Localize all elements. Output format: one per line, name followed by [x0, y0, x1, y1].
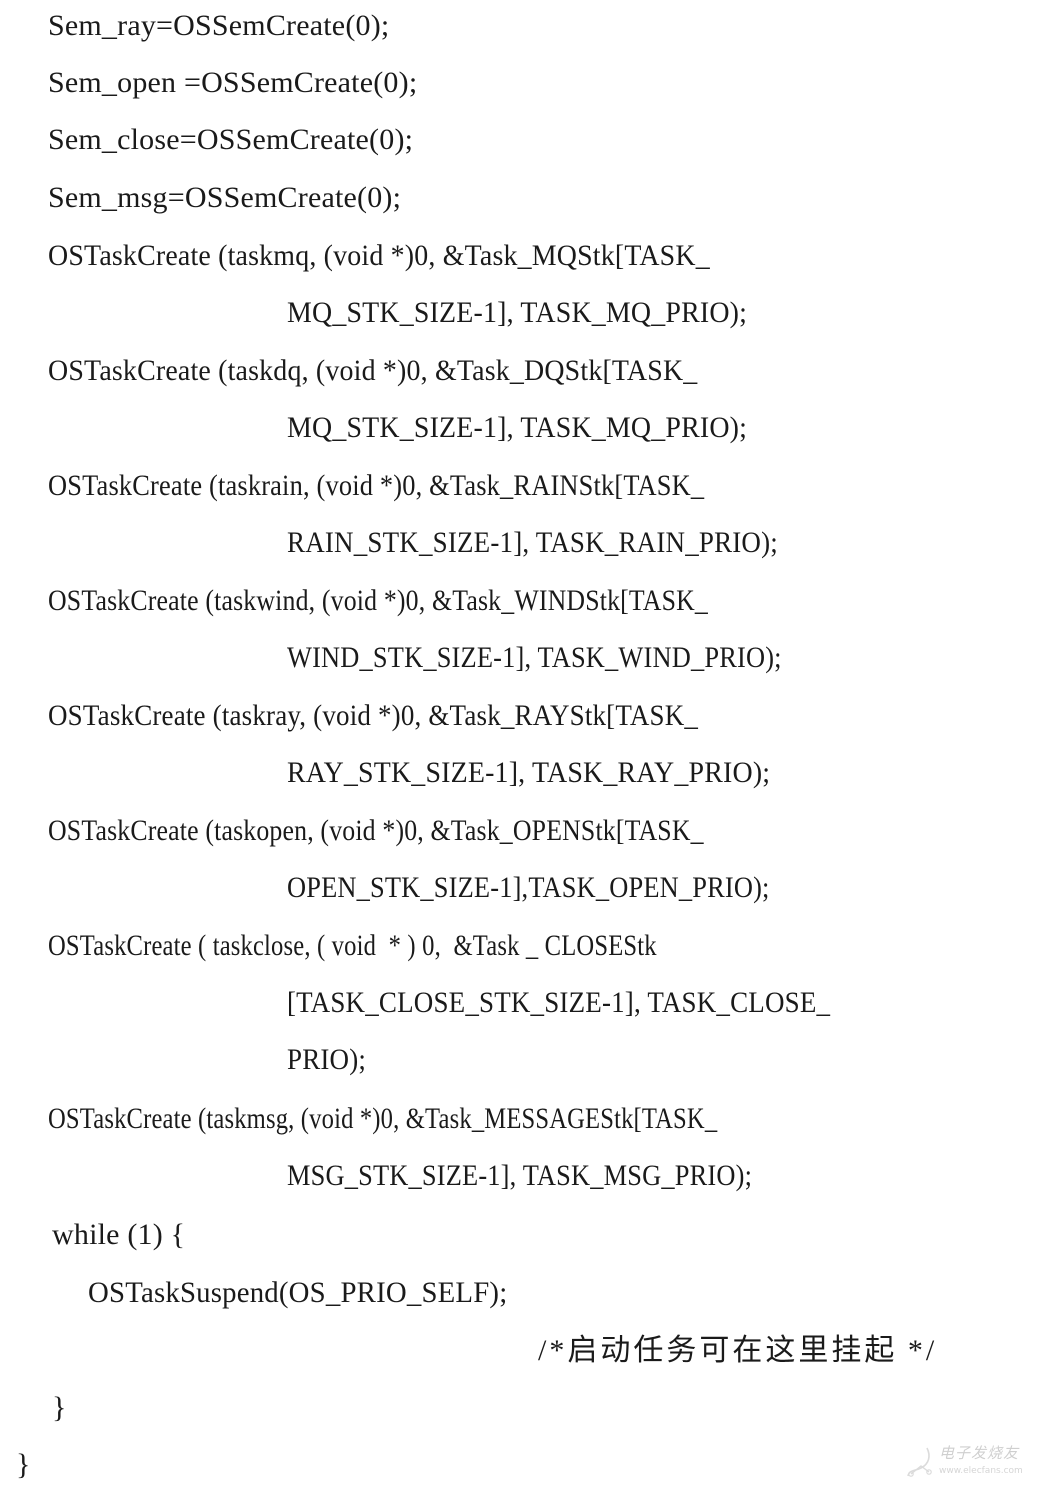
- watermark: 电子发烧友 www.elecfans.com: [905, 1440, 1045, 1490]
- code-line-task-wind: OSTaskCreate (taskwind, (void *)0, &Task…: [48, 584, 708, 617]
- code-line-task-open-cont: OPEN_STK_SIZE-1],TASK_OPEN_PRIO);: [287, 871, 770, 904]
- code-line-sem-msg: Sem_msg=OSSemCreate(0);: [48, 181, 402, 214]
- code-line-suspend: OSTaskSuspend(OS_PRIO_SELF);: [88, 1276, 508, 1309]
- code-line-task-ray-cont: RAY_STK_SIZE-1], TASK_RAY_PRIO);: [287, 756, 771, 789]
- code-line-sem-open: Sem_open =OSSemCreate(0);: [48, 66, 418, 99]
- code-line-while: while (1) {: [52, 1218, 186, 1251]
- code-line-task-mq-cont: MQ_STK_SIZE-1], TASK_MQ_PRIO);: [287, 296, 748, 329]
- code-line-task-dq-cont: MQ_STK_SIZE-1], TASK_MQ_PRIO);: [287, 411, 748, 444]
- code-line-sem-close: Sem_close=OSSemCreate(0);: [48, 123, 414, 156]
- code-line-task-ray: OSTaskCreate (taskray, (void *)0, &Task_…: [48, 699, 699, 732]
- watermark-logo-icon: [907, 1447, 932, 1477]
- code-line-task-wind-cont: WIND_STK_SIZE-1], TASK_WIND_PRIO);: [287, 641, 782, 674]
- watermark-title: 电子发烧友: [939, 1444, 1020, 1462]
- code-line-task-rain: OSTaskCreate (taskrain, (void *)0, &Task…: [48, 469, 705, 502]
- code-line-task-msg: OSTaskCreate (taskmsg, (void *)0, &Task_…: [48, 1102, 718, 1135]
- code-line-task-close-cont: [TASK_CLOSE_STK_SIZE-1], TASK_CLOSE_: [287, 986, 831, 1019]
- code-comment: /*启动任务可在这里挂起 */: [538, 1334, 938, 1367]
- code-line-task-msg-cont: MSG_STK_SIZE-1], TASK_MSG_PRIO);: [287, 1159, 753, 1192]
- code-line-task-open: OSTaskCreate (taskopen, (void *)0, &Task…: [48, 814, 704, 847]
- code-line-task-close-end: PRIO);: [287, 1043, 367, 1076]
- code-line-sem-ray: Sem_ray=OSSemCreate(0);: [48, 9, 390, 42]
- code-line-task-close: OSTaskCreate ( taskclose, ( void * ) 0, …: [48, 929, 657, 962]
- code-line-task-dq: OSTaskCreate (taskdq, (void *)0, &Task_D…: [48, 354, 698, 387]
- code-line-close-block: }: [16, 1448, 31, 1481]
- code-line-task-mq: OSTaskCreate (taskmq, (void *)0, &Task_M…: [48, 239, 710, 272]
- code-line-task-rain-cont: RAIN_STK_SIZE-1], TASK_RAIN_PRIO);: [287, 526, 778, 559]
- code-line-close-while: }: [52, 1391, 67, 1424]
- watermark-url: www.elecfans.com: [939, 1466, 1023, 1476]
